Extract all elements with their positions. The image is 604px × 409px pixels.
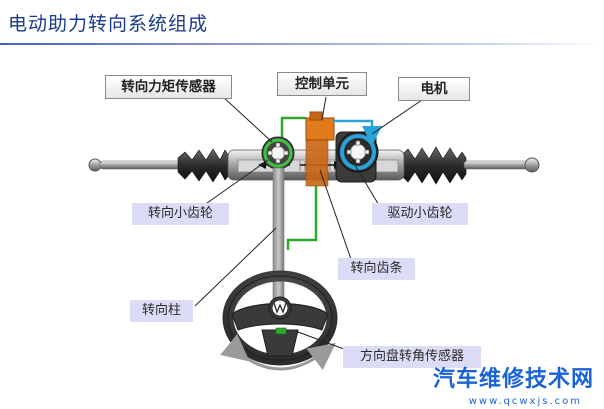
left-tie-rod xyxy=(88,158,181,172)
watermark-url: www.qcwxjs.com xyxy=(468,396,582,407)
label-drive-pinion: 驱动小齿轮 xyxy=(372,203,468,225)
label-control-unit: 控制单元 xyxy=(277,72,367,96)
leader-column xyxy=(194,227,277,307)
sensor-signal-line xyxy=(280,116,306,137)
label-angle-sensor: 方向盘转角传感器 xyxy=(343,346,481,368)
label-column: 转向柱 xyxy=(130,300,193,322)
right-rubber-boot xyxy=(399,146,467,185)
label-torque-sensor: 转向力矩传感器 xyxy=(105,75,232,99)
leader-drive-pinion xyxy=(351,159,381,208)
pinion-torque-sensor xyxy=(261,136,295,170)
motor-drive-pinion xyxy=(335,131,379,183)
steering-column xyxy=(272,167,285,309)
diagram-title: 电动助力转向系统组成 xyxy=(8,13,209,35)
title-underline xyxy=(0,43,604,45)
leader-pinion xyxy=(199,159,269,209)
leader-motor xyxy=(371,99,423,135)
label-rack: 转向齿条 xyxy=(338,258,415,280)
label-pinion: 转向小齿轮 xyxy=(132,203,229,225)
motor-control-signal-line xyxy=(334,119,382,146)
control-unit-block xyxy=(305,111,335,187)
right-tie-rod xyxy=(463,157,540,173)
rotation-arrow xyxy=(220,333,336,371)
leader-torque-sensor xyxy=(221,95,273,143)
leader-control-unit xyxy=(321,96,327,121)
angle-sensor-signal-line xyxy=(286,186,318,250)
watermark-name: 汽车维修技术网 xyxy=(432,367,594,392)
label-motor: 电机 xyxy=(398,77,470,101)
leader-rack xyxy=(319,169,353,263)
left-rubber-boot xyxy=(177,148,231,183)
